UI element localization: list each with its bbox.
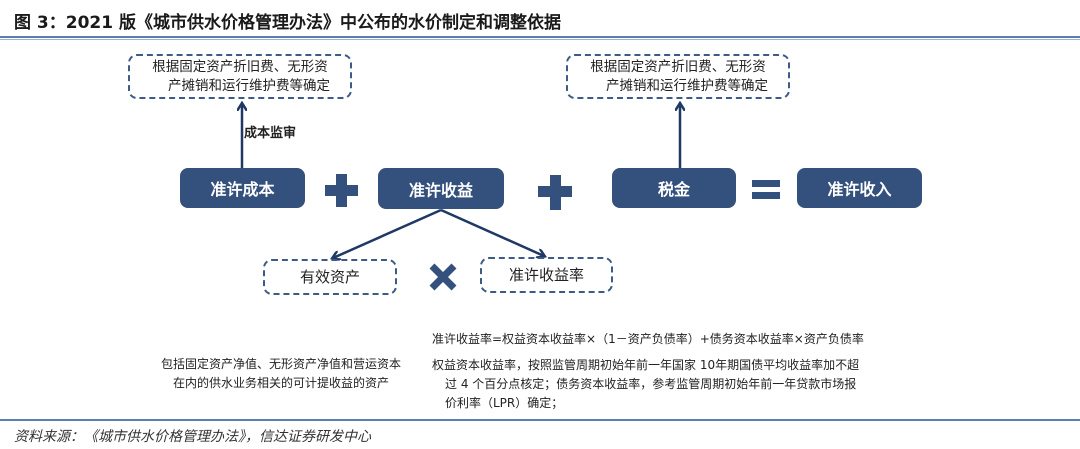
note-line: 包括固定资产净值、无形资产净值和营运资本 (160, 357, 401, 371)
cost-basis-note: 根据固定资产折旧费、无形资产摊销和运行维护费等确定 (128, 54, 352, 99)
note-line: 根据固定资产折旧费、无形资 (152, 58, 328, 75)
allowed-return-box: 准许收益 (378, 168, 504, 209)
allowed-cost-box: 准许成本 (180, 168, 305, 208)
plus-icon (325, 174, 358, 207)
multiply-icon (429, 263, 457, 291)
note-line: 过 4 个百分点核定；债务资本收益率，参考监管周期初始年前一年贷款市场报 (445, 377, 857, 391)
note-line: 产摊销和运行维护费等确定 (168, 77, 330, 94)
rate-note: 权益资本收益率，按照监管周期初始年前一年国家 10年期国债平均收益率加不超 过 … (432, 356, 859, 413)
tax-box: 税金 (612, 168, 736, 208)
note-line: 产摊销和运行维护费等确定 (606, 77, 768, 94)
title-divider (0, 36, 1080, 38)
allowed-revenue-box: 准许收入 (797, 168, 922, 208)
plus-icon (538, 175, 572, 210)
return-rate-formula: 准许收益率=权益资本收益率×（1－资产负债率）+债务资本收益率×资产负债率 (432, 332, 864, 346)
arrow-to-rate (440, 208, 544, 256)
note-line: 价利率（LPR）确定； (445, 396, 564, 410)
arrow-to-assets (333, 208, 442, 258)
figure-title: 图 3：2021 版《城市供水价格管理办法》中公布的水价制定和调整依据 (14, 13, 561, 33)
note-line: 权益资本收益率，按照监管周期初始年前一年国家 10年期国债平均收益率加不超 (432, 358, 860, 372)
assets-note: 包括固定资产净值、无形资产净值和营运资本 在内的供水业务相关的可计提收益的资产 (145, 355, 417, 393)
tax-basis-note: 根据固定资产折旧费、无形资产摊销和运行维护费等确定 (566, 54, 790, 99)
cost-review-label: 成本监审 (244, 126, 297, 141)
source-divider (0, 419, 1080, 421)
allowed-return-rate-box: 准许收益率 (480, 257, 613, 293)
note-line: 在内的供水业务相关的可计提收益的资产 (172, 376, 389, 390)
note-line: 根据固定资产折旧费、无形资 (590, 58, 766, 75)
effective-assets-box: 有效资产 (263, 259, 397, 295)
title-divider-thin (0, 39, 1080, 40)
source-note: 资料来源：《城市供水价格管理办法》，信达证券研发中心 (14, 429, 371, 445)
equals-icon (752, 180, 780, 199)
